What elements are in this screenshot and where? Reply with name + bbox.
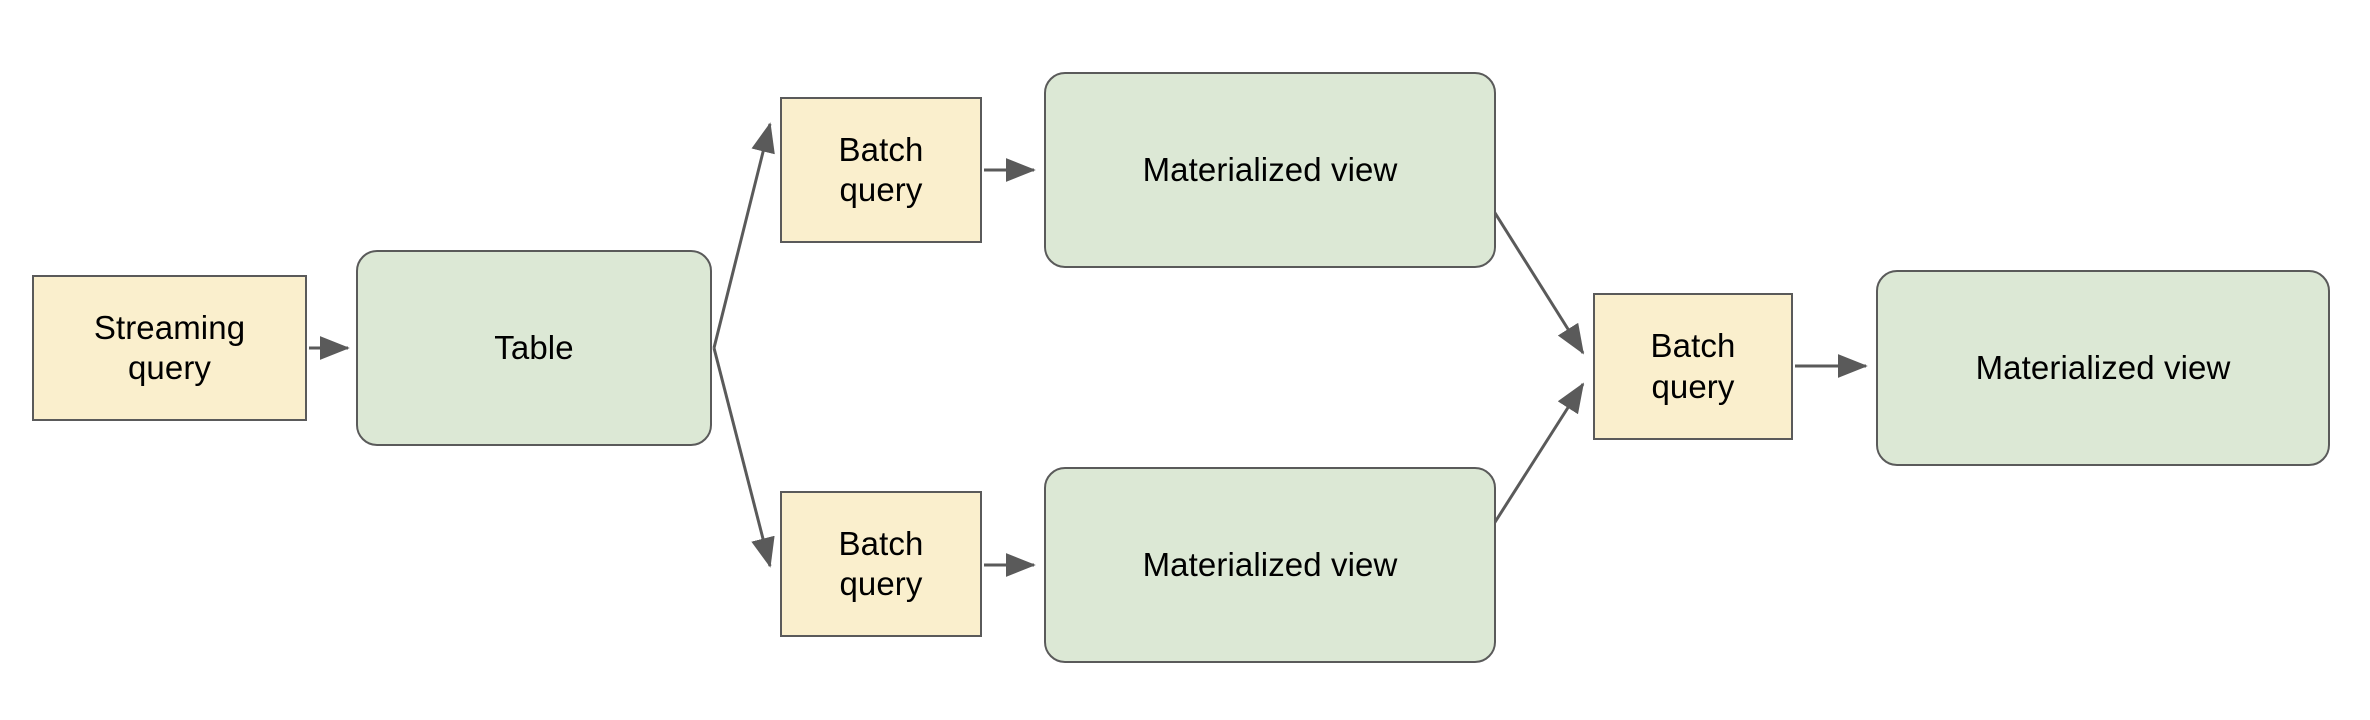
node-batch-query-join-label: Batch query [1650, 327, 1736, 405]
node-batch-query-join[interactable]: Batch query [1593, 293, 1793, 440]
node-table-label: Table [494, 328, 574, 366]
node-streaming-query-label: Streaming query [93, 308, 246, 386]
node-materialized-view-final[interactable]: Materialized view [1876, 270, 2330, 466]
node-batch-query-top-label: Batch query [838, 130, 924, 208]
edge-materialized-view-top-to-batch-query-join [1488, 204, 1585, 355]
node-batch-query-bottom[interactable]: Batch query [780, 491, 982, 637]
node-batch-query-top[interactable]: Batch query [780, 97, 982, 243]
node-materialized-view-final-label: Materialized view [1975, 348, 2231, 386]
node-table[interactable]: Table [356, 250, 712, 446]
node-materialized-view-top-label: Materialized view [1142, 150, 1398, 188]
node-materialized-view-bottom-label: Materialized view [1142, 545, 1398, 583]
edge-materialized-view-bottom-to-batch-query-join [1488, 382, 1585, 531]
node-materialized-view-top[interactable]: Materialized view [1044, 72, 1496, 268]
edge-table-to-batch-query-top [712, 122, 775, 349]
node-materialized-view-bottom[interactable]: Materialized view [1044, 467, 1496, 663]
node-streaming-query[interactable]: Streaming query [32, 275, 307, 421]
node-batch-query-bottom-label: Batch query [838, 524, 924, 602]
edge-table-to-batch-query-bottom [712, 347, 775, 568]
